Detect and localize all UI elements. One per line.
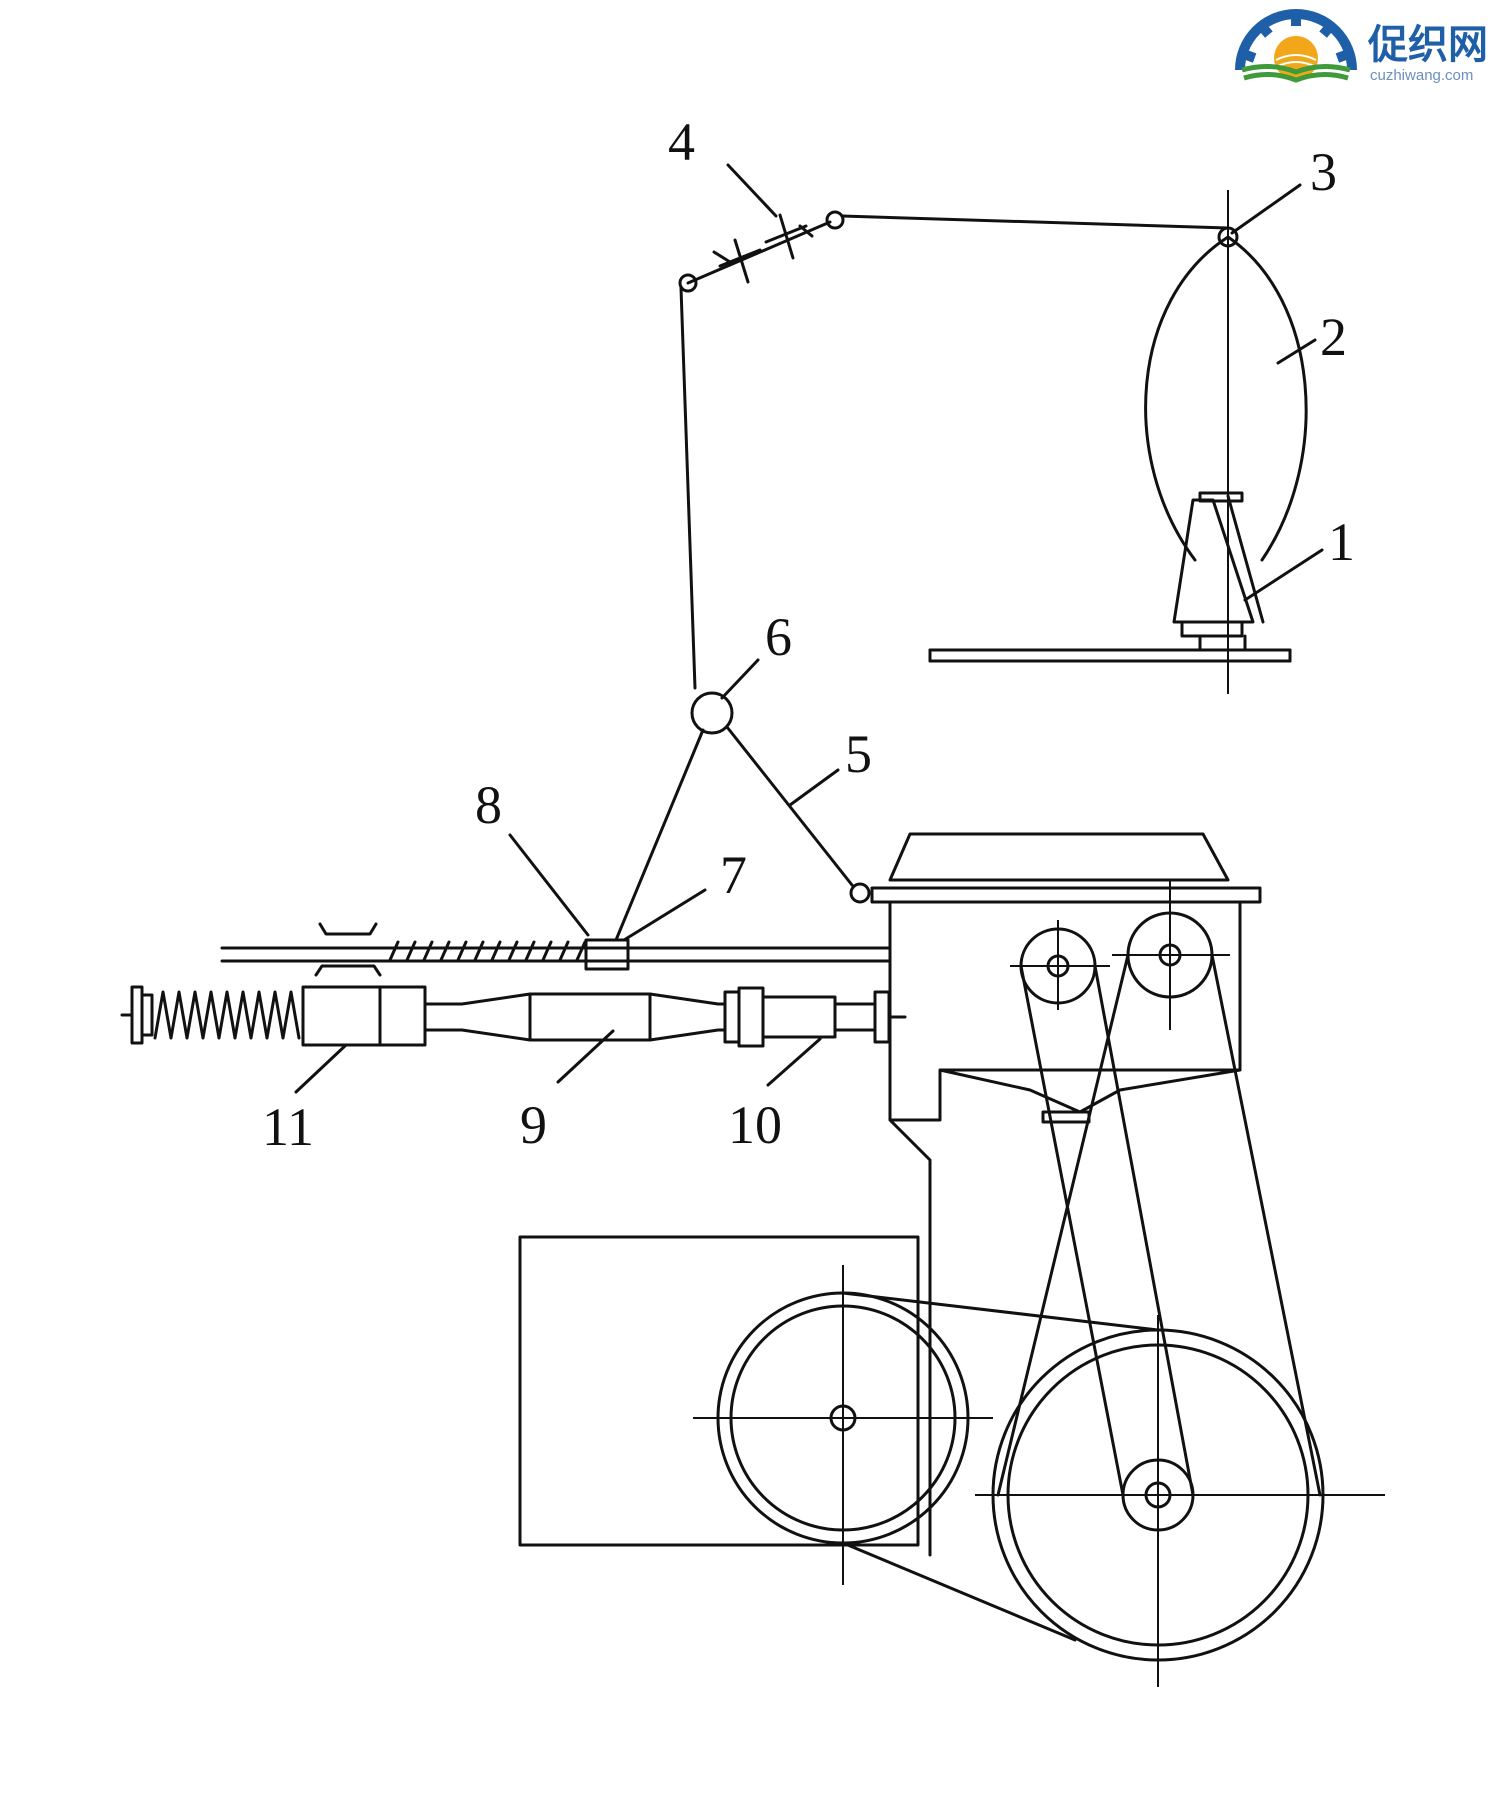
machine-head-cover (870, 832, 1262, 904)
guide-wheel (690, 691, 734, 735)
label-8: 8 (475, 775, 502, 835)
small-guide (849, 882, 871, 904)
main-drive-pulley (975, 1315, 1385, 1687)
label-4: 4 (668, 112, 695, 172)
yarn-balloon (1144, 235, 1308, 562)
traverse-clip (314, 922, 382, 977)
yarn-to-traverse (614, 728, 705, 942)
label-2: 2 (1320, 307, 1347, 367)
label-3: 3 (1310, 142, 1337, 202)
spindle-holder (301, 985, 427, 1047)
label-9: 9 (520, 1095, 547, 1155)
creel-platform (928, 648, 1292, 663)
traverse-block (584, 938, 630, 971)
yarn-path (678, 210, 1230, 690)
machine-frame (888, 900, 1242, 1557)
leader-lines (294, 163, 1324, 1094)
label-5: 5 (845, 724, 872, 784)
package-bobbin (1172, 491, 1265, 652)
traverse-rod (220, 946, 892, 963)
label-1: 1 (1328, 512, 1355, 572)
spindle-body (423, 992, 727, 1042)
motor-housing (518, 1235, 920, 1547)
tail-spring-assembly (120, 985, 301, 1045)
spindle-coupling (723, 986, 907, 1048)
brand-logo: 促织网 cuzhiwang.com (1235, 9, 1488, 84)
label-11: 11 (262, 1097, 314, 1157)
label-6: 6 (765, 607, 792, 667)
traverse-spring (388, 940, 587, 962)
label-7: 7 (720, 845, 747, 905)
logo-name-cn: 促织网 (1367, 22, 1488, 68)
logo-book-icon (1241, 64, 1351, 83)
label-10: 10 (728, 1095, 782, 1155)
yarn-tensioner (712, 213, 814, 284)
motor-pulley (693, 1265, 993, 1585)
logo-domain: cuzhiwang.com (1370, 67, 1473, 84)
drive-belts (841, 953, 1322, 1642)
